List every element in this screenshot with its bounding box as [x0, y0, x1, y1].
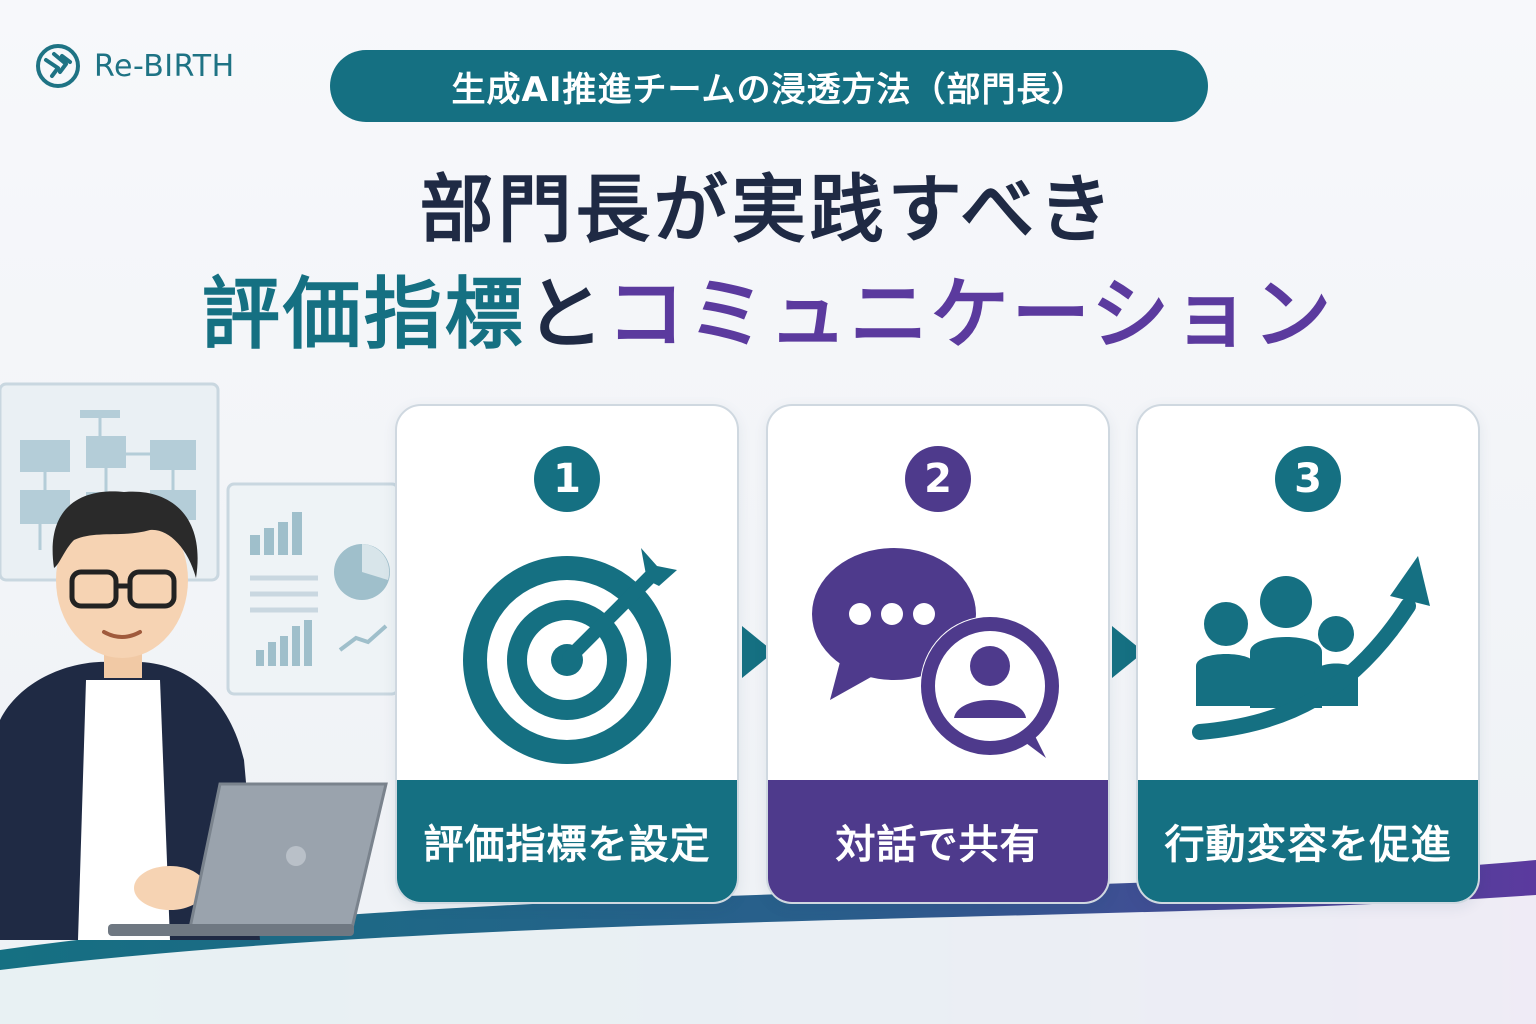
- step-label-1: 評価指標を設定: [397, 780, 737, 902]
- step-card-3: 3 行動変容を促進: [1136, 404, 1480, 904]
- step-label-3: 行動変容を促進: [1138, 780, 1478, 902]
- chevron-right-icon: [1112, 626, 1144, 678]
- headline-line2: 評価指標とコミュニケーション: [0, 252, 1536, 364]
- manager-illustration: [0, 382, 400, 940]
- step-number-badge: 3: [1275, 446, 1341, 512]
- step-card-1: 1 評価指標を設定: [395, 404, 739, 904]
- target-arrow-icon: [463, 548, 677, 764]
- rebirth-logo-icon: [36, 44, 80, 88]
- step-label-2: 対話で共有: [768, 780, 1108, 902]
- chat-person-icon: [812, 548, 1060, 758]
- team-growth-icon: [1192, 556, 1430, 740]
- section-pill: 生成AI推進チームの浸透方法（部門長）: [330, 50, 1208, 122]
- headline-line1: 部門長が実践すべき: [419, 167, 1117, 253]
- brand-logo: Re-BIRTH: [34, 42, 235, 90]
- brand-name: Re-BIRTH: [94, 48, 235, 84]
- step-number-badge: 1: [534, 446, 600, 512]
- headline-connector: と: [525, 270, 607, 360]
- chevron-right-icon: [742, 626, 774, 678]
- step-card-2: 2 対話で共有: [766, 404, 1110, 904]
- headline-metrics: 評価指標: [201, 270, 526, 360]
- headline-communication: コミュニケーション: [606, 270, 1335, 360]
- step-number-badge: 2: [905, 446, 971, 512]
